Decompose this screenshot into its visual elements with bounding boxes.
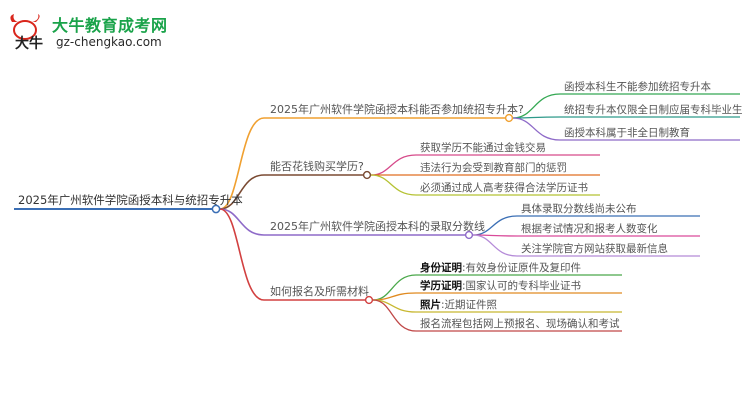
leaf-connector <box>512 93 561 119</box>
leaf-label: 身份证明:有效身份证原件及复印件 <box>420 261 581 274</box>
leaf-label: 函授本科属于非全日制教育 <box>564 126 690 139</box>
leaf-label: 函授本科生不能参加统招专升本 <box>564 80 711 93</box>
branch-label: 2025年广州软件学院函授本科的录取分数线 <box>270 219 485 233</box>
leaf-label-rest: :近期证件照 <box>441 298 498 311</box>
leaf-label: 必须通过成人高考获得合法学历证书 <box>420 181 588 194</box>
leaf-label-bold: 学历证明 <box>420 279 462 292</box>
mind-map-nodes: 2025年广州软件学院函授本科与统招专升本 2025年广州软件学院函授本科能否参加… <box>14 80 743 330</box>
root-node-label: 2025年广州软件学院函授本科与统招专升本 <box>18 193 243 207</box>
leaf-label-bold: 照片 <box>420 298 441 311</box>
branch-node-dot[interactable] <box>504 113 514 123</box>
mind-map-edges <box>219 93 740 332</box>
leaf-connector <box>372 299 417 332</box>
site-url: gz-chengkao.com <box>56 35 162 49</box>
branch-node-dot[interactable] <box>362 170 372 180</box>
leaf-connector <box>370 154 417 176</box>
leaf-label-bold: 身份证明 <box>420 261 462 274</box>
branch-connector <box>219 208 265 301</box>
leaf-label: 违法行为会受到教育部门的惩罚 <box>420 161 567 174</box>
branch-node-dot[interactable] <box>364 295 374 305</box>
leaf-label: 具体录取分数线尚未公布 <box>521 202 637 215</box>
leaf-label: 根据考试情况和报考人数变化 <box>521 222 658 235</box>
leaf-connector <box>370 174 417 196</box>
svg-text:大牛: 大牛 <box>15 35 43 52</box>
leaf-label-rest: :国家认可的专科毕业证书 <box>462 279 581 292</box>
leaf-label: 获取学历不能通过金钱交易 <box>420 141 546 154</box>
root-node-dot[interactable] <box>211 204 221 214</box>
leaf-label: 关注学院官方网站获取最新信息 <box>521 242 668 255</box>
leaf-connector <box>512 117 561 141</box>
branch-label: 如何报名及所需材料 <box>270 284 369 298</box>
leaf-label: 学历证明:国家认可的专科毕业证书 <box>420 279 581 292</box>
branch-connector <box>219 117 265 210</box>
leaf-label-rest: :有效身份证原件及复印件 <box>462 261 581 274</box>
branch-connector <box>219 174 265 210</box>
branch-label: 能否花钱购买学历? <box>270 159 364 173</box>
bull-logo-icon: 大牛 <box>10 14 43 52</box>
leaf-label: 照片:近期证件照 <box>420 298 498 311</box>
leaf-connector <box>472 234 518 257</box>
branch-connector <box>219 208 265 236</box>
leaf-label: 报名流程包括网上预报名、现场确认和考试 <box>420 317 620 330</box>
site-title: 大牛教育成考网 <box>52 16 168 35</box>
branch-node-dot[interactable] <box>464 230 474 240</box>
site-logo[interactable]: 大牛 大牛教育成考网 gz-chengkao.com <box>6 12 176 56</box>
leaf-label: 统招专升本仅限全日制应届专科毕业生 <box>564 103 743 116</box>
branch-label: 2025年广州软件学院函授本科能否参加统招专升本? <box>270 102 524 116</box>
